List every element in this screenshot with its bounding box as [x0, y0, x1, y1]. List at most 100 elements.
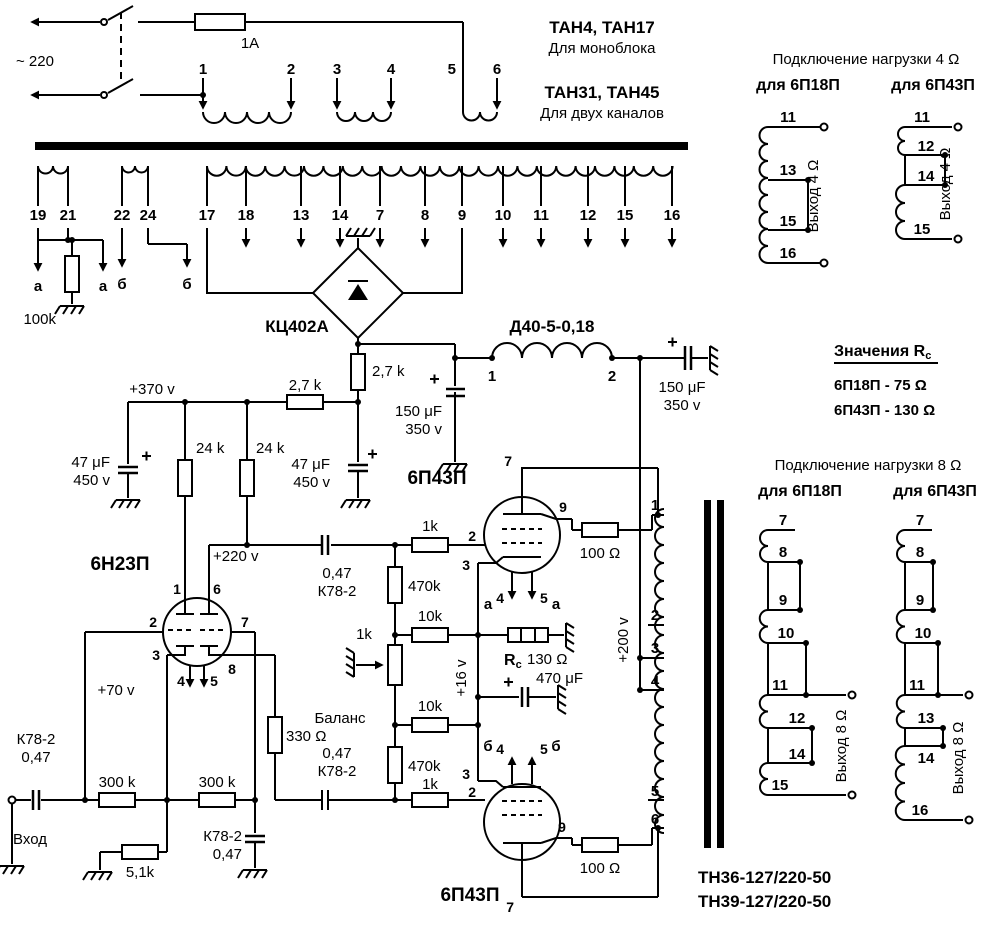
resistor-27kv-label: 2,7 k	[372, 363, 405, 380]
heater-b-label: б	[117, 276, 126, 293]
tube-6p43p-bottom-label: 6П43П	[440, 885, 499, 906]
resistor-rc-marks	[520, 628, 536, 642]
resistor-10k-bot-label: 10k	[418, 698, 443, 715]
resistor-100-bot-label: 100 Ω	[580, 860, 620, 877]
ground-icon	[237, 869, 268, 879]
rc-symbol: Rс	[504, 652, 522, 671]
resistor-100k	[64, 255, 80, 293]
resistor-470k-top-label: 470k	[408, 578, 441, 595]
pin-number: 5	[540, 590, 548, 606]
heater-ref-a: а	[484, 596, 493, 613]
pin-number: 4	[496, 741, 504, 757]
cap-150uf1-voltage: 350 v	[405, 421, 442, 438]
coupling-wires	[208, 544, 485, 810]
ground-icon	[54, 305, 85, 315]
secondary-pin-number: 14	[332, 207, 349, 224]
output-8ohm-right-label: Выход 8 Ω	[950, 722, 967, 795]
secondary-pin-number: 11	[533, 207, 549, 224]
winding-pin: 16	[780, 245, 797, 262]
pin-number: 3	[462, 766, 470, 782]
primary-pin-number: 5	[448, 61, 456, 78]
cap2-value: 0,47	[213, 846, 242, 863]
transformer-type-mono: ТАН4, ТАН17	[549, 18, 655, 37]
bridge-rectifier: КЦ402А	[265, 227, 405, 340]
resistor-24k2-label: 24 k	[256, 440, 285, 457]
voltage-16: +16 v	[453, 659, 470, 697]
winding-pin: 11	[772, 677, 788, 694]
rc-table: Значения Rс 6П18П - 75 Ω 6П43П - 130 Ω	[834, 343, 938, 419]
bridge-label: КЦ402А	[265, 317, 328, 336]
secondary-pin-number: 18	[238, 207, 255, 224]
cap-47uf2-voltage: 450 v	[293, 474, 330, 491]
plus-signs	[142, 337, 677, 461]
ground-icon	[340, 499, 371, 509]
pin-number: 5	[210, 673, 218, 689]
cap-150uf2-value: 150 μF	[659, 379, 706, 396]
ground-icon	[345, 227, 376, 237]
coupling-bot-value: 0,47	[322, 745, 351, 762]
pin-number: 7	[506, 899, 514, 915]
tube-6n23p-electrodes	[167, 600, 275, 656]
transformer-type-stereo: ТАН31, ТАН45	[545, 83, 660, 102]
cap-47uf2-value: 47 μF	[291, 456, 330, 473]
ground-icon	[709, 345, 719, 376]
ground-icon	[565, 622, 575, 653]
primary-pin-number: 2	[287, 61, 295, 78]
output-terminal	[847, 790, 857, 800]
winding-pin: 11	[780, 109, 796, 126]
heater-b-label: б	[182, 276, 191, 293]
resistor-100k-label: 100k	[23, 311, 56, 328]
capacitor-47uf-1	[118, 465, 138, 475]
choke-pin-1: 1	[488, 368, 496, 385]
junction-dots	[65, 92, 948, 831]
winding-pin: 15	[780, 213, 797, 230]
tn36-label: ТН36-127/220-50	[698, 868, 831, 887]
secondary-pin-number: 15	[617, 207, 634, 224]
input-cap-name: К78-2	[17, 731, 56, 748]
heater-ref-b: б	[483, 738, 492, 755]
ot-tap-number: 6	[651, 811, 659, 828]
output-terminal	[953, 234, 963, 244]
output-8ohm-left-label: Выход 8 Ω	[833, 710, 850, 783]
pin-number: 4	[177, 673, 185, 689]
ground-icon	[557, 684, 567, 715]
resistor-27k-vertical	[350, 353, 366, 391]
output-terminal	[964, 690, 974, 700]
winding-pin: 14	[918, 168, 935, 185]
output-terminal	[819, 258, 829, 268]
capacitor-input	[31, 790, 41, 810]
resistor-330	[267, 716, 283, 754]
primary-pin-number: 6	[493, 61, 501, 78]
ground-icon	[345, 647, 355, 678]
winding-pin: 9	[916, 592, 924, 609]
capacitor-150uf-2	[683, 346, 693, 370]
resistor-51k	[121, 844, 159, 860]
voltage-370: +370 v	[129, 381, 175, 398]
primary-pin-number: 1	[199, 61, 207, 78]
resistor-470k-bot-label: 470k	[408, 758, 441, 775]
input-jack-label: Вход	[13, 831, 47, 848]
secondary-pin-number: 13	[293, 207, 310, 224]
output-transformer: 1 2 3 4 5 6	[640, 497, 724, 848]
driver-wires	[84, 631, 322, 870]
capacitor-47uf-2	[348, 463, 368, 473]
output-terminal	[847, 690, 857, 700]
psu-filter: +370 v 2,7 k 2,7 k 24 k 24 k 47 μF 450 v…	[71, 317, 719, 690]
voltage-70: +70 v	[97, 682, 135, 699]
winding-pin: 12	[918, 138, 935, 155]
secondary-pin-number: 19	[30, 207, 47, 224]
secondary-pin-number: 22	[114, 207, 131, 224]
pin-number: 4	[496, 590, 504, 606]
tube-6n23p-label: 6Н23П	[90, 554, 149, 575]
pin-number: 3	[152, 647, 160, 663]
heater-a-label: а	[34, 278, 43, 295]
secondary-coils	[37, 165, 674, 177]
pin-number: 8	[228, 661, 236, 677]
balance-label: Баланс	[314, 710, 366, 727]
capacitor-coupling-top	[320, 535, 330, 555]
secondary-pin-number: 21	[60, 207, 77, 224]
rc-table-row1: 6П18П - 75 Ω	[834, 377, 927, 394]
secondary-pin-number: 16	[664, 207, 681, 224]
winding-pin: 16	[912, 802, 929, 819]
